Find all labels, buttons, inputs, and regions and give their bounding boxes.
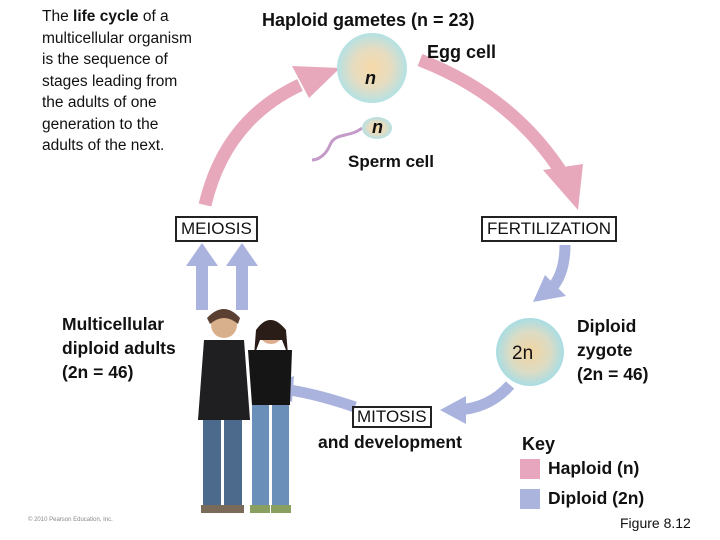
zygote-label-line2: zygote xyxy=(577,340,633,360)
mitosis-sub-label: and development xyxy=(318,432,462,452)
meiosis-to-gametes-arrow xyxy=(198,66,340,207)
sperm-cell xyxy=(311,117,392,162)
adults-label-line3: (2n = 46) xyxy=(62,362,134,382)
intro-post: of a multicellular organism is the seque… xyxy=(42,8,192,154)
gametes-to-fertilization-arrow xyxy=(417,53,583,210)
intro-pre: The xyxy=(42,8,74,25)
adults-photo xyxy=(198,309,292,513)
fertilization-label: FERTILIZATION xyxy=(481,216,618,242)
sperm-ploidy: n xyxy=(372,117,383,137)
haploid-swatch xyxy=(520,458,540,479)
key-title: Key xyxy=(522,434,556,454)
adults-to-meiosis-arrows xyxy=(186,243,258,310)
intro-text: The life cycle of a multicellular organi… xyxy=(42,6,192,157)
zygote-label-line1: Diploid xyxy=(577,316,637,336)
zygote-ploidy: 2n xyxy=(512,343,534,364)
copyright: © 2010 Pearson Education, Inc. xyxy=(28,517,113,523)
egg-cell xyxy=(337,33,407,103)
zygote-to-mitosis-arrow xyxy=(440,381,515,424)
adults-label-line1: Multicellular xyxy=(62,314,165,334)
meiosis-label: MEIOSIS xyxy=(175,216,258,242)
key-diploid-label: Diploid (2n) xyxy=(548,488,645,508)
key-haploid-label: Haploid (n) xyxy=(548,458,640,478)
adults-label-line2: diploid adults xyxy=(62,338,176,358)
zygote-label-line3: (2n = 46) xyxy=(577,364,649,384)
figure-label: Figure 8.12 xyxy=(620,515,691,531)
gametes-title: Haploid gametes (n = 23) xyxy=(262,10,475,30)
intro-bold: life cycle xyxy=(73,8,139,25)
egg-cell-label: Egg cell xyxy=(427,42,497,62)
zygote-label: Diploid zygote (2n = 46) xyxy=(577,314,649,386)
mitosis-label: MITOSIS xyxy=(352,406,432,428)
diploid-swatch xyxy=(520,488,540,509)
zygote-cell xyxy=(496,318,564,386)
key-item-haploid: Haploid (n) xyxy=(520,458,639,479)
key-item-diploid: Diploid (2n) xyxy=(520,488,644,509)
adults-label: Multicellular diploid adults (2n = 46) xyxy=(62,312,176,384)
egg-ploidy: n xyxy=(365,68,376,88)
fertilization-to-zygote-arrow xyxy=(533,244,571,302)
sperm-cell-label: Sperm cell xyxy=(348,152,434,171)
